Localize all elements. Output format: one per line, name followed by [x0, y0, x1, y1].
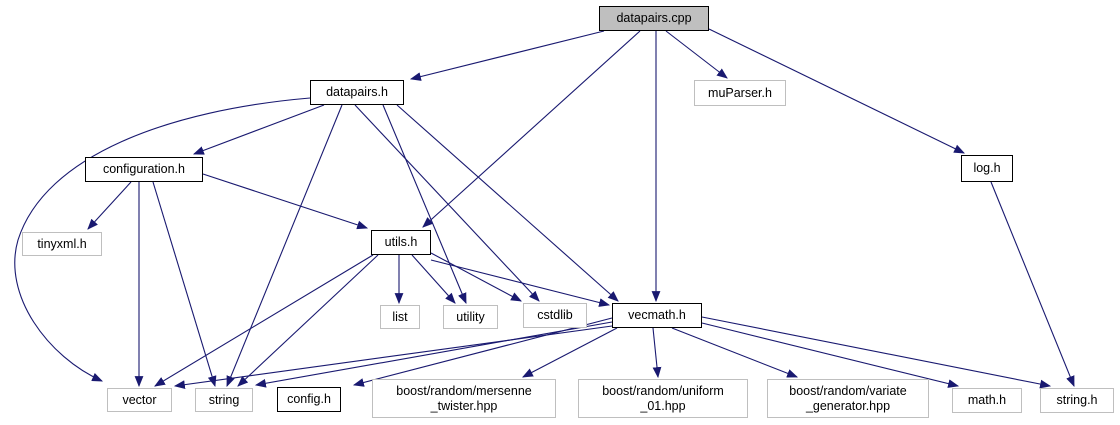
node-label: math.h — [967, 393, 1007, 407]
edge-datapairsh-utility — [382, 104, 467, 305]
node-label: log.h — [973, 161, 1001, 175]
node-vector[interactable]: vector — [107, 388, 172, 412]
edge-vecmathh-uniform — [652, 327, 662, 379]
node-label: datapairs.h — [326, 85, 388, 99]
node-label-line2: _generator.hpp — [805, 398, 891, 413]
edge-vecmathh-configh — [352, 317, 613, 387]
node-muparser-h[interactable]: muParser.h — [694, 80, 786, 106]
node-label: string — [208, 392, 240, 407]
edge-utilsh-string — [237, 254, 379, 387]
node-label: utils.h — [384, 235, 418, 249]
node-vecmath-h[interactable]: vecmath.h — [612, 303, 702, 328]
node-list[interactable]: list — [380, 305, 420, 329]
node-label: cstdlib — [537, 308, 573, 322]
edge-utilsh-vector — [154, 254, 374, 387]
edge-datapairsh-configurationh — [192, 104, 325, 155]
node-label: list — [392, 309, 408, 324]
node-label-line1: boost/random/uniform — [602, 383, 724, 398]
node-string-h[interactable]: string.h — [1040, 388, 1114, 413]
edge-vecmathh-stringh — [701, 316, 1052, 389]
edge-configurationh-tinyxmlh — [87, 181, 132, 230]
node-label: configuration.h — [102, 162, 185, 176]
node-configuration-h[interactable]: configuration.h — [85, 157, 203, 182]
node-math-h[interactable]: math.h — [952, 388, 1022, 413]
edge-vecmathh-string — [254, 321, 613, 388]
node-string[interactable]: string — [195, 388, 253, 412]
node-datapairs-h[interactable]: datapairs.h — [310, 80, 404, 105]
node-label: datapairs.cpp — [616, 11, 692, 25]
node-label-line2: _01.hpp — [640, 398, 686, 413]
node-boost-uniform-01[interactable]: boost/random/uniform_01.hpp — [578, 379, 748, 418]
edge-utilsh-cstdlib — [430, 252, 522, 302]
edge-datapairsh-cstdlib — [354, 104, 540, 302]
node-config-h[interactable]: config.h — [277, 387, 341, 412]
edge-configurationh-string — [152, 181, 217, 388]
edge-datapairsh-vecmathh — [396, 104, 619, 302]
node-label: string.h — [1056, 393, 1098, 407]
node-cstdlib[interactable]: cstdlib — [523, 303, 587, 328]
edge-utilsh-vecmathh — [430, 259, 611, 307]
node-label: muParser.h — [708, 85, 772, 100]
node-datapairs-cpp[interactable]: datapairs.cpp — [599, 6, 709, 31]
node-label: utility — [456, 309, 485, 324]
node-label-line1: boost/random/variate — [789, 383, 907, 398]
node-label: vector — [122, 392, 157, 407]
node-boost-variate-generator[interactable]: boost/random/variate_generator.hpp — [767, 379, 929, 418]
edge-datapairscpp-utilsh — [422, 30, 641, 228]
edge-vecmathh-mathh — [701, 322, 960, 388]
node-label: vecmath.h — [628, 308, 686, 322]
node-label: config.h — [287, 392, 331, 406]
edge-datapairscpp-datapairsh — [409, 30, 605, 81]
node-label-line1: boost/random/mersenne — [396, 383, 532, 398]
edge-configurationh-utilsh — [202, 173, 369, 230]
node-tinyxml-h[interactable]: tinyxml.h — [22, 232, 102, 256]
edge-datapairsh-string — [226, 104, 343, 388]
edge-datapairscpp-logh — [708, 28, 965, 154]
node-boost-mersenne-twister[interactable]: boost/random/mersenne_twister.hpp — [372, 379, 556, 418]
edge-vecmathh-variate — [671, 327, 799, 378]
edge-datapairsh-vector — [14, 97, 311, 382]
edge-logh-stringh — [990, 181, 1075, 388]
node-log-h[interactable]: log.h — [961, 155, 1013, 182]
edge-vecmathh-vector — [173, 325, 613, 390]
edge-datapairscpp-muparserh — [665, 30, 728, 79]
node-label: tinyxml.h — [37, 236, 87, 251]
edge-vecmathh-mersenne — [522, 327, 618, 378]
node-utils-h[interactable]: utils.h — [371, 230, 431, 255]
edge-utilsh-utility — [411, 254, 456, 304]
node-label-line2: _twister.hpp — [430, 398, 498, 413]
node-utility[interactable]: utility — [443, 305, 498, 329]
